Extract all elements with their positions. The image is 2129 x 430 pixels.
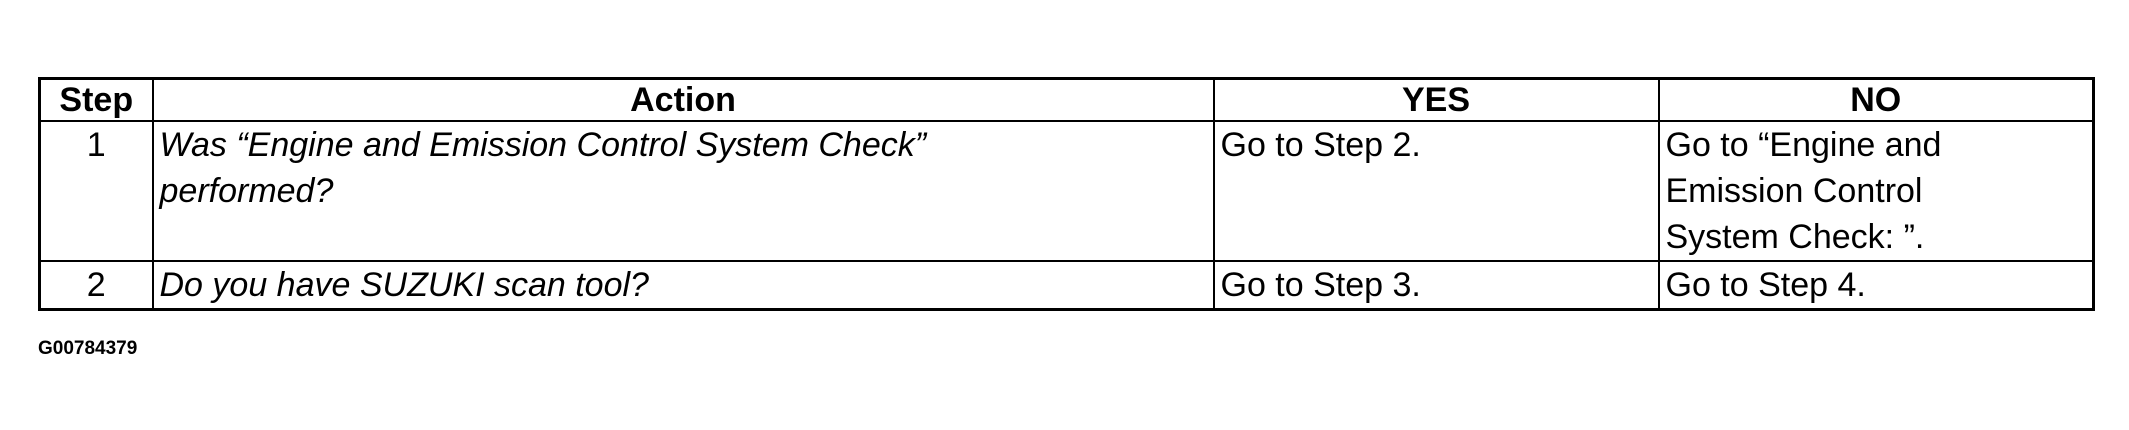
yes-result: Go to Step 2. [1212, 120, 1660, 262]
table-row: 2 Do you have SUZUKI scan tool? Go to St… [38, 260, 2095, 311]
step-number: 2 [38, 260, 154, 311]
header-step: Step [38, 77, 154, 122]
diagnostic-table: Step Action YES NO 1 Was “Engine and Emi… [38, 77, 2095, 311]
figure-id-label: G00784379 [38, 338, 138, 359]
action-text: Do you have SUZUKI scan tool? [151, 260, 1215, 311]
table-row: 1 Was “Engine and Emission Control Syste… [38, 120, 2095, 262]
no-result: Go to “Engine and Emission Control Syste… [1657, 120, 2095, 262]
header-yes: YES [1212, 77, 1660, 122]
header-no: NO [1657, 77, 2095, 122]
yes-result: Go to Step 3. [1212, 260, 1660, 311]
header-action: Action [151, 77, 1215, 122]
action-text: Was “Engine and Emission Control System … [151, 120, 1215, 262]
table-header-row: Step Action YES NO [38, 77, 2095, 122]
step-number: 1 [38, 120, 154, 262]
no-result: Go to Step 4. [1657, 260, 2095, 311]
